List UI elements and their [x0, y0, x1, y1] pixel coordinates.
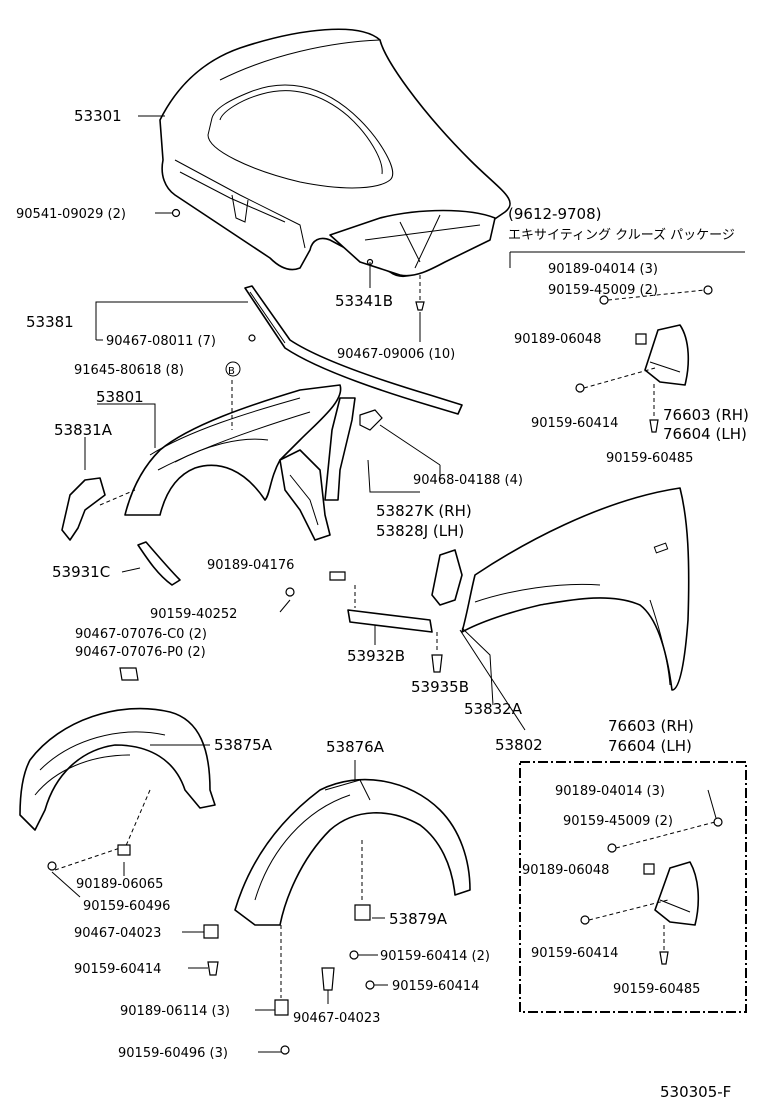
hood-insulator[interactable]: [329, 209, 496, 277]
clip-04023b-icon: [321, 967, 335, 991]
clip-b-marker-icon: [225, 361, 241, 377]
label-hood-bolt: 90541-09029 (2): [16, 207, 126, 222]
clip-c0-icon: [119, 667, 139, 681]
screw-04014-icon: [703, 285, 713, 295]
label-liner-rh: 53827K (RH): [376, 502, 472, 520]
label-mudguard-part-lh: 76604 (LH): [663, 425, 747, 443]
label-clip-b-mark: B: [228, 366, 235, 377]
label-mudguard-package: エキサイティング クルーズ パッケージ: [508, 227, 735, 243]
label-mudguard-period: (9612-9708): [508, 205, 601, 223]
label-clip-b: 91645-80618 (8): [74, 363, 184, 378]
label-seal-clip: 90467-08011 (7): [106, 334, 216, 349]
label-box-part-rh: 76603 (RH): [608, 717, 694, 735]
fender-lh[interactable]: [124, 384, 342, 516]
label-box-screw-04014: 90189-04014 (3): [555, 784, 665, 799]
label-bolt-60414-b: 90159-60414: [392, 979, 479, 994]
label-screw-04176: 90189-04176: [207, 558, 294, 573]
bolt-60496-icon: [47, 861, 57, 871]
label-clip-hood-insulator: 90467-09006 (10): [337, 347, 455, 362]
label-box-bolt-60414: 90159-60414: [531, 946, 618, 961]
label-bolt-60496-3: 90159-60496 (3): [118, 1046, 228, 1061]
hood-seal[interactable]: [244, 285, 463, 415]
screw-06114-icon: [274, 999, 289, 1016]
label-clip-04023-b: 90467-04023: [293, 1011, 380, 1026]
label-mudguard-part-rh: 76603 (RH): [663, 406, 749, 424]
clip-53935b-icon: [431, 654, 443, 673]
label-screw-06065: 90189-06065: [76, 877, 163, 892]
screw-06048-icon: [635, 333, 647, 345]
label-mudguard-bolt-45009: 90159-45009 (2): [548, 283, 658, 298]
bolt-60485-icon: [649, 419, 659, 433]
label-clip-04023-a: 90467-04023: [74, 926, 161, 941]
label-bolt-60414-2: 90159-60414 (2): [380, 949, 490, 964]
screw-06065-icon: [117, 844, 131, 856]
label-bolt-40252: 90159-40252: [150, 607, 237, 622]
label-clip-c0: 90467-07076-C0 (2): [75, 627, 207, 642]
bolt-icon: [171, 208, 181, 218]
clip-icon: [248, 334, 256, 342]
fender-liner-53875a[interactable]: [19, 707, 216, 831]
label-mudguard-screw-04014: 90189-04014 (3): [548, 262, 658, 277]
bolt-60496-3-icon: [280, 1045, 290, 1055]
label-shield-53875a: 53875A: [214, 736, 273, 754]
screw-04176-icon: [329, 571, 346, 581]
mudguard-box-part[interactable]: [654, 861, 700, 926]
label-fender-lh: 53801: [96, 388, 144, 406]
fender-apron[interactable]: [279, 449, 331, 541]
label-clip-53879a: 53879A: [389, 910, 448, 928]
label-liner-lh: 53828J (LH): [376, 522, 464, 540]
label-bracket-53931c: 53931C: [52, 563, 110, 581]
label-box-part-lh: 76604 (LH): [608, 737, 692, 755]
label-hood-insulator: 53341B: [335, 292, 393, 310]
label-seal: 53381: [26, 313, 74, 331]
label-bracket-53832a: 53832A: [464, 700, 523, 718]
fender-liner-53876a[interactable]: [234, 778, 471, 926]
bolt-60414-box-icon: [580, 915, 590, 925]
label-box-screw-06048: 90189-06048: [522, 863, 609, 878]
bolt-60414-2-icon: [349, 950, 359, 960]
clip-04023a-icon: [203, 924, 219, 939]
bracket-53931c[interactable]: [137, 541, 181, 586]
mudguard-box: [519, 761, 747, 1013]
label-clip-53935b: 53935B: [411, 678, 469, 696]
fender-liner-bracket-53827k[interactable]: [324, 397, 356, 501]
label-screw-06114: 90189-06114 (3): [120, 1004, 230, 1019]
label-mudguard-bolt-60485: 90159-60485: [606, 451, 693, 466]
label-box-bolt-60485: 90159-60485: [613, 982, 700, 997]
label-hood: 53301: [74, 107, 122, 125]
label-bolt-60414-a: 90159-60414: [74, 962, 161, 977]
bracket-53932b[interactable]: [347, 609, 433, 633]
bracket-53832a[interactable]: [431, 549, 463, 606]
bolt-40252-icon: [285, 587, 295, 597]
label-clip-p0: 90467-07076-P0 (2): [75, 645, 206, 660]
label-bracket-53831a: 53831A: [54, 421, 113, 439]
label-box-bolt-45009: 90159-45009 (2): [563, 814, 673, 829]
bolt-60414a-icon: [207, 961, 219, 976]
screw-04014-box-icon: [713, 817, 723, 827]
bracket-53831a[interactable]: [61, 477, 106, 541]
fender-rh[interactable]: [461, 487, 690, 691]
label-mudguard-screw-06048: 90189-06048: [514, 332, 601, 347]
label-shield-53876a: 53876A: [326, 738, 385, 756]
bolt-60485-box-icon: [659, 951, 669, 965]
label-bracket-53932b: 53932B: [347, 647, 405, 665]
mudguard-top[interactable]: [644, 324, 690, 386]
label-diagram-code: 530305-F: [660, 1083, 731, 1101]
clip-04188-icon: [359, 409, 383, 431]
clip-icon: [415, 301, 425, 311]
bolt-60414-icon: [575, 383, 585, 393]
label-fender-rh: 53802: [495, 736, 543, 754]
label-bolt-60496: 90159-60496: [83, 899, 170, 914]
screw-06048-box-icon: [643, 863, 655, 875]
label-clip-04188: 90468-04188 (4): [413, 473, 523, 488]
bolt-60414b-icon: [365, 980, 375, 990]
clip-53879a-icon: [354, 904, 371, 921]
label-mudguard-bolt-60414: 90159-60414: [531, 416, 618, 431]
bolt-45009-box-icon: [607, 843, 617, 853]
